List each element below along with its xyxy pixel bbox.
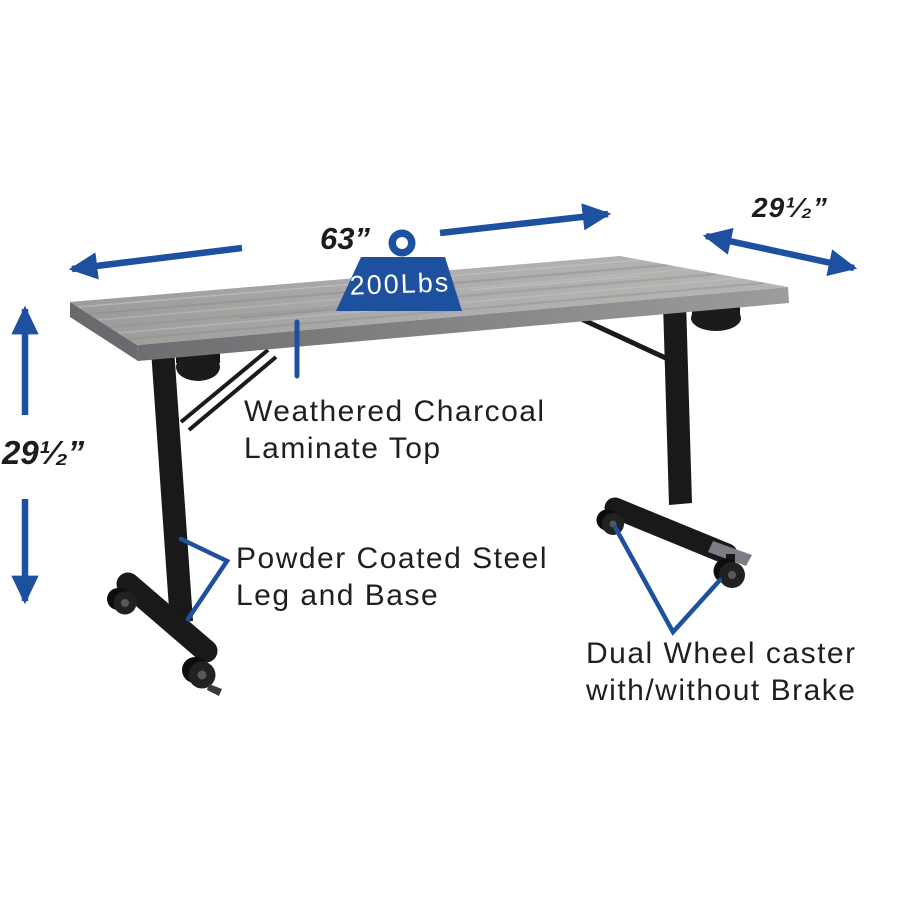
callout-laminate-top-line2: Laminate Top: [244, 432, 442, 465]
right-folding-brace: [575, 314, 672, 363]
right-front-caster: [713, 558, 745, 588]
caster-pointer: [612, 524, 723, 636]
callout-leg-base: Powder Coated Steel Leg and Base: [236, 540, 548, 614]
left-front-caster: [182, 657, 222, 696]
height-dimension-label: 29¹⁄₂”: [2, 434, 85, 471]
depth-arrow-upper: [702, 228, 781, 256]
right-leg: [575, 301, 752, 588]
dimension-arrows: [11, 203, 858, 605]
callout-leg-base-line2: Leg and Base: [236, 579, 440, 612]
width-arrow-left: [68, 244, 243, 280]
width-dimension-label: 63”: [320, 221, 370, 256]
weight-capacity-label: 200Lbs: [349, 267, 451, 301]
left-flip-bracket: [176, 353, 220, 381]
left-folding-brace: [179, 348, 270, 424]
caster-stem: [726, 554, 735, 564]
leg-base-pointer: [178, 536, 231, 622]
weight-ring-hole: [396, 237, 408, 249]
callout-laminate-top: Weathered Charcoal Laminate Top: [244, 393, 546, 467]
depth-arrow-lower: [779, 248, 858, 276]
left-back-caster: [107, 588, 137, 615]
width-arrow-right: [439, 203, 612, 237]
callout-leg-base-line1: Powder Coated Steel: [236, 542, 549, 575]
weight-capacity-icon: [336, 229, 462, 311]
callout-caster-line2: with/without Brake: [586, 674, 857, 707]
right-flip-bracket: [691, 305, 741, 331]
weight-body: [336, 257, 462, 311]
right-leg-foot: [604, 497, 738, 565]
tabletop-left-edge: [70, 302, 138, 361]
left-leg-foot: [116, 572, 218, 663]
left-leg: [107, 348, 278, 696]
callout-caster: Dual Wheel caster with/without Brake: [586, 635, 857, 709]
right-leg-column: [663, 301, 692, 505]
left-leg-column: [151, 348, 193, 623]
callout-caster-line1: Dual Wheel caster: [586, 637, 857, 670]
depth-dimension-label: 29¹⁄₂”: [752, 192, 828, 223]
callout-laminate-top-line1: Weathered Charcoal: [244, 395, 546, 428]
tabletop-front-edge: [137, 287, 789, 361]
fold-pedal: [708, 541, 752, 566]
callout-pointers: [178, 319, 723, 636]
left-folding-brace: [187, 355, 278, 432]
caster-brake-lever: [207, 684, 222, 696]
